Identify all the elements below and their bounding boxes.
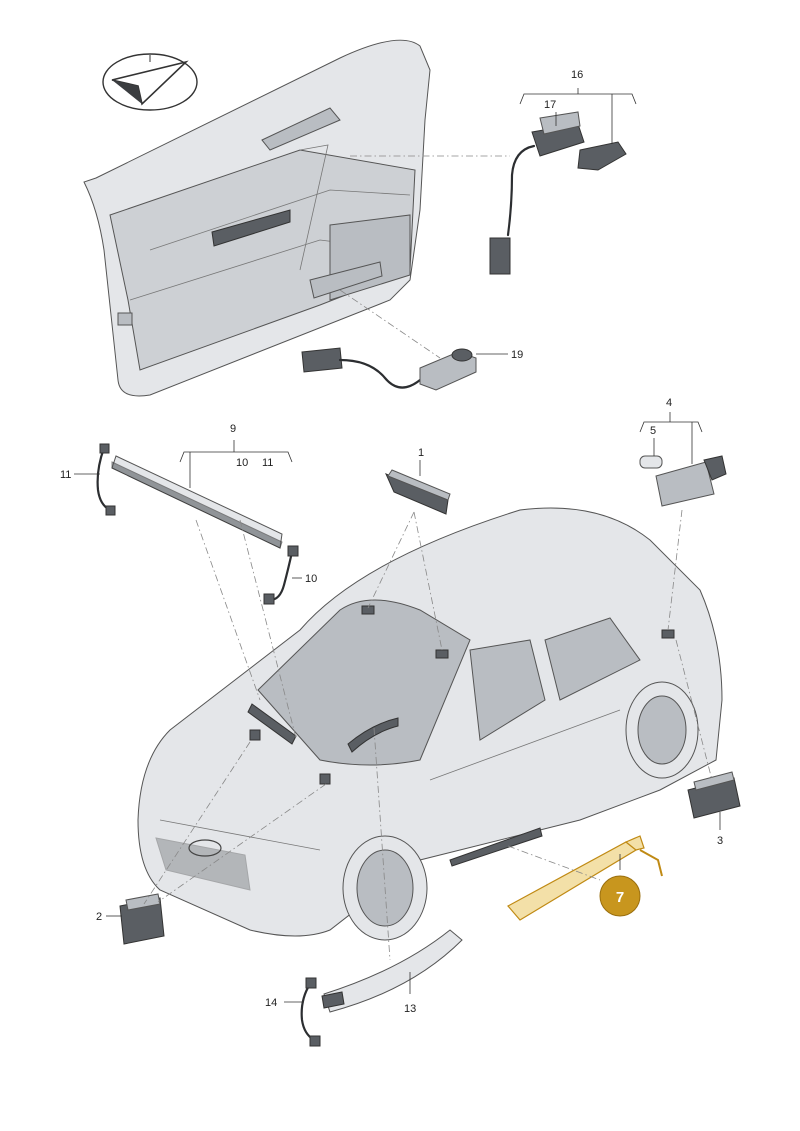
label-4: 4 bbox=[666, 397, 672, 409]
door-trim-panel bbox=[83, 39, 431, 397]
part-19-sensor bbox=[301, 347, 477, 391]
part-labels: 16 17 19 9 10 11 11 10 1 4 5 3 2 14 13 bbox=[60, 69, 723, 1015]
callout-7-badge[interactable]: 7 bbox=[599, 875, 641, 917]
direction-arrow-icon bbox=[102, 53, 198, 111]
part-4-lamp-housing bbox=[639, 455, 727, 507]
part-1-interior-lamp bbox=[385, 469, 451, 515]
label-10-group: 10 bbox=[236, 457, 248, 469]
label-11-left: 11 bbox=[60, 469, 71, 481]
part-3-module bbox=[687, 771, 741, 819]
label-11-group: 11 bbox=[262, 457, 273, 469]
label-14: 14 bbox=[265, 997, 277, 1009]
part-14-wiring bbox=[300, 977, 321, 1047]
car-body bbox=[137, 507, 723, 941]
label-16: 16 bbox=[571, 69, 583, 81]
label-7: 7 bbox=[616, 889, 624, 906]
label-3: 3 bbox=[717, 835, 723, 847]
part-7-sill-strip bbox=[507, 835, 663, 921]
part-11-wiring-left bbox=[96, 443, 116, 516]
label-9: 9 bbox=[230, 423, 236, 435]
label-5: 5 bbox=[650, 425, 656, 437]
leader-lines bbox=[74, 88, 721, 1003]
label-2: 2 bbox=[96, 911, 102, 923]
part-2-switch bbox=[119, 893, 165, 945]
label-17: 17 bbox=[544, 99, 556, 111]
label-19: 19 bbox=[511, 349, 523, 361]
part-16-switch-assembly bbox=[489, 111, 627, 275]
guide-lines bbox=[143, 155, 713, 961]
part-10-wiring bbox=[263, 545, 299, 605]
label-1: 1 bbox=[418, 447, 424, 459]
part-9-light-strip bbox=[111, 455, 283, 549]
label-13: 13 bbox=[404, 1003, 416, 1015]
label-10: 10 bbox=[305, 573, 317, 585]
part-13-strip bbox=[321, 929, 463, 1013]
